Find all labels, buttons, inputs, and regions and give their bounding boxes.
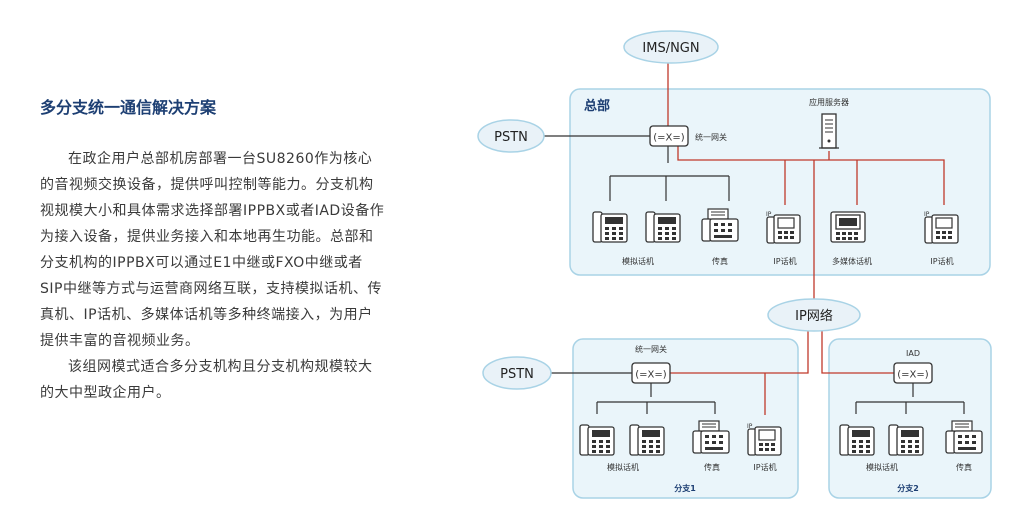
- branch1-analog-phone-icon-1: [579, 424, 615, 456]
- ip-network-label: IP网络: [795, 308, 833, 324]
- hq-device-label-analog: 模拟话机: [622, 256, 654, 266]
- red-links: [667, 62, 945, 415]
- hq-label: 总部: [584, 98, 610, 114]
- branch1-gateway-label: 统一网关: [635, 344, 667, 354]
- ims-ngn-cloud: [623, 30, 719, 64]
- ims-ngn-label: IMS/NGN: [642, 41, 699, 56]
- hq-analog-phone-icon-1: [592, 211, 628, 243]
- branch2-analog-phone-icon-1: [839, 424, 875, 456]
- branch2-label: 分支2: [897, 483, 919, 493]
- pstn-branch-label: PSTN: [500, 367, 534, 382]
- server-icon: [818, 113, 840, 149]
- branch2-device-label-fax: 传真: [956, 462, 972, 472]
- hq-device-label-fax: 传真: [712, 256, 728, 266]
- branch1-ip-phone-icon: [746, 422, 782, 456]
- description-paragraph-2: 该组网模式适合多分支机构且分支机构规模较大的大中型政企用户。: [40, 359, 373, 401]
- branch2-region: [828, 338, 992, 499]
- hq-region: [569, 88, 991, 276]
- branch1-gateway-icon: [631, 362, 671, 384]
- branch1-device-label-ip: IP话机: [753, 462, 776, 472]
- hq-gateway-icon: [649, 125, 689, 147]
- hq-device-label-ip-2: IP话机: [930, 256, 953, 266]
- hq-server-label: 应用服务器: [809, 97, 849, 107]
- dark-links: [540, 135, 965, 414]
- branch2-analog-phone-icon-2: [888, 424, 924, 456]
- section-title: 多分支统一通信解决方案: [40, 98, 217, 117]
- hq-device-label-multimedia: 多媒体话机: [832, 256, 872, 266]
- description-panel: 多分支统一通信解决方案 在政企用户总部机房部署一台SU8260作为核心的音视频交…: [40, 94, 385, 406]
- branch2-device-label-analog: 模拟话机: [866, 462, 898, 472]
- branch2-gateway-label: IAD: [906, 349, 920, 358]
- branch2-iad-icon: [893, 362, 933, 384]
- hq-ip-phone-icon-1: [765, 210, 801, 244]
- network-diagram: IP (=X=): [477, 30, 992, 499]
- branch1-label: 分支1: [674, 483, 696, 493]
- branch1-device-label-analog: 模拟话机: [607, 462, 639, 472]
- branch1-region: [572, 338, 799, 499]
- hq-analog-phone-icon-2: [645, 211, 681, 243]
- description-paragraph-1: 在政企用户总部机房部署一台SU8260作为核心的音视频交换设备，提供呼叫控制等能…: [40, 151, 385, 349]
- hq-gateway-label: 统一网关: [695, 132, 727, 142]
- branch1-analog-phone-icon-2: [629, 424, 665, 456]
- hq-ip-phone-icon-2: [923, 210, 959, 244]
- ip-network-cloud: [767, 298, 861, 332]
- pstn-hq-cloud: [477, 119, 545, 153]
- branch1-device-label-fax: 传真: [704, 462, 720, 472]
- pstn-hq-label: PSTN: [494, 130, 528, 145]
- hq-multimedia-phone-icon: [830, 211, 866, 243]
- pstn-branch-cloud: [482, 356, 552, 390]
- hq-device-label-ip-1: IP话机: [773, 256, 796, 266]
